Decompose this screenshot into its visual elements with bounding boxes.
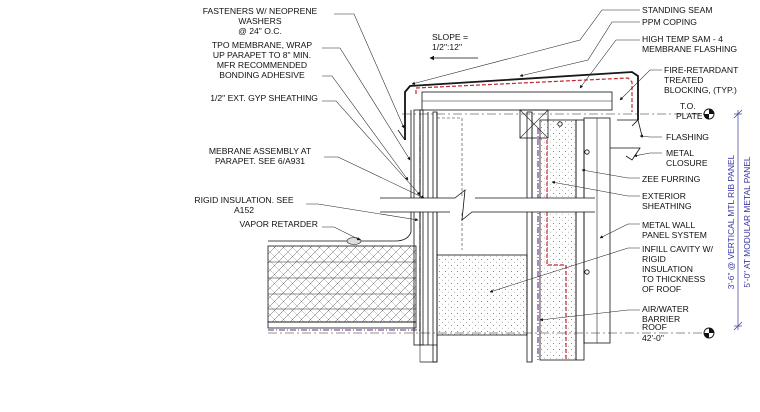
callout-gyp-line-1: 1/2" EXT. GYP SHEATHING [210,93,318,103]
exterior-sheathing [539,119,577,361]
slope-label-line-2: 1/2":12" [432,42,462,52]
callout-ext-sheathing-line-2: SHEATHING [642,201,692,211]
callout-tpo-line-1: TPO MEMBRANE, WRAP [212,40,313,50]
stud-flange-left [432,111,438,363]
callout-air-line-1: AIR/WATER [642,304,689,314]
callout-tpo-line-2: UP PARAPET TO 8" MIN. [213,50,311,60]
callout-closure-line-2: CLOSURE [666,158,708,168]
callout-tpo-line-4: BONDING ADHESIVE [219,70,305,80]
vertical-rib-dim-label: 3'-6" @ VERTICAL MTL RIB PANEL [726,154,736,289]
roof-level-name: ROOF [642,322,667,332]
roof-deck [267,321,417,329]
callout-blocking-line-2: TREATED [664,75,703,85]
callout-membrane-assembly-line-2: PARAPET. SEE 6/A931 [215,156,305,166]
exterior-wall [537,117,611,361]
membrane-seam [346,237,362,245]
callout-blocking-line-1: FIRE-RETARDANT [664,65,739,75]
right-labels: STANDING SEAM PPM COPING HIGH TEMP SAM - 4… [642,5,739,324]
plate-level-label-1: T.O. [680,101,696,111]
callout-rigid-line-1: RIGID INSULATION. SEE [194,195,293,205]
callout-mwp-line-1: METAL WALL [642,220,695,230]
callout-fasteners-line-1: FASTENERS W/ NEOPRENE [203,6,318,16]
callout-infill-line-3: INSULATION [642,264,693,274]
callout-fasteners-line-2: WASHERS [238,16,281,26]
fire-retardant-blocking [421,91,613,139]
callout-membrane-assembly-line-1: MEBRANE ASSEMBLY AT [209,146,312,156]
plate-level-label-2: PLATE [676,111,703,121]
callout-flashing-line-1: FLASHING [666,132,709,142]
zee-furring [575,119,585,361]
stud-flange-right [526,111,533,363]
roof-level-value: 42'-0" [642,333,664,343]
callout-infill-line-2: RIGID [642,254,666,264]
level-lines [268,108,715,339]
infill-insulation [436,254,528,336]
callout-infill-line-1: INFILL CAVITY W/ [642,244,714,254]
callout-air-line-2: BARRIER [642,314,680,324]
slope-label-line-1: SLOPE = [432,32,468,42]
callout-blocking-line-3: BLOCKING, (TYP.) [664,85,737,95]
callout-ext-sheathing-line-1: EXTERIOR [642,191,686,201]
metal-closure [610,147,641,161]
parapet-wall [413,109,533,363]
callout-sam-line-1: HIGH TEMP SAM - 4 [642,34,723,44]
callout-closure-line-1: METAL [666,148,694,158]
roof-level-marker [703,327,715,339]
callout-mwp-line-2: PANEL SYSTEM [642,230,707,240]
callout-vapor-line-1: VAPOR RETARDER [240,219,318,229]
plate-level-marker [703,108,715,120]
leaders [306,9,662,322]
vertical-modular-dim-label: 5'-0" AT MODULAR METAL PANEL [742,156,752,287]
callout-infill-line-4: TO THICKNESS [642,274,705,284]
callout-fasteners-line-3: @ 24" O.C. [238,26,282,36]
vertical-dimension [733,109,743,331]
callout-sam-line-2: MEMBRANE FLASHING [642,44,737,54]
break-line [380,189,595,221]
callout-rigid-line-2: A152 [234,205,254,215]
callout-ppm-line-1: PPM COPING [642,17,697,27]
callout-tpo-line-3: MFR RECOMMENDED [217,60,307,70]
rigid-insulation [267,245,417,323]
callout-standing-seam-line-1: STANDING SEAM [642,5,713,15]
tpo-membrane-line [268,110,412,242]
callout-infill-line-5: OF ROOF [642,284,681,294]
callout-zee-line-1: ZEE FURRING [642,174,701,184]
